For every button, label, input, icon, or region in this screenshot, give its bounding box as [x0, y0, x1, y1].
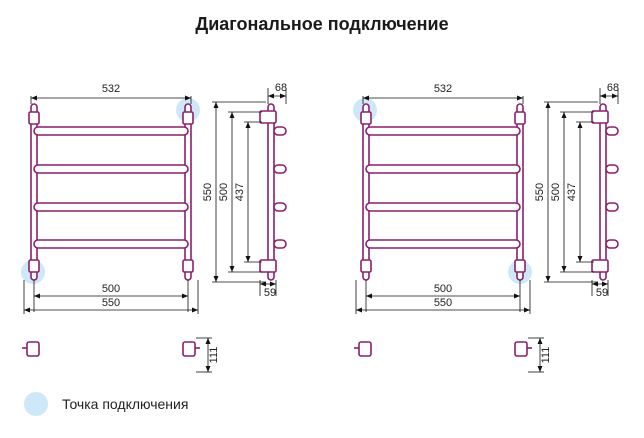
dim-bottom-center-line-arrow-end: [182, 293, 188, 299]
dim-inner-line-arrow-start: [577, 122, 583, 128]
dim-bottom-center-line-arrow-end: [514, 293, 520, 299]
crossbar-2: [33, 164, 189, 174]
side-view-rail: [267, 103, 275, 281]
dim-inner-label: 437: [566, 183, 578, 201]
side-view-rail: [599, 103, 607, 281]
dim-center-line-arrow-start: [561, 112, 567, 118]
fitting-2: [514, 111, 526, 125]
side-view-fitting-bottom: [259, 259, 277, 273]
dim-offset-label: 59: [264, 287, 276, 299]
dim-height-label: 550: [202, 183, 214, 201]
dim-bend-line-arrow-start: [205, 338, 211, 344]
side-view-bar-3: [273, 202, 287, 212]
side-view-bar-3: [605, 202, 619, 212]
dim-bottom-center-label: 500: [102, 283, 120, 295]
dim-offset-line-arrow-start: [592, 281, 598, 287]
side-view-bar-4: [273, 239, 287, 249]
crossbar-1: [33, 126, 189, 136]
dim-offset-line-arrow-end: [602, 281, 608, 287]
side-view-fitting-top: [259, 110, 277, 124]
dim-depth-label: 68: [607, 82, 619, 94]
plan-view-bar-inner: [365, 350, 521, 374]
dim-offset-line-arrow-end: [270, 281, 276, 287]
dim-depth-line-arrow-start: [600, 93, 606, 99]
dim-center-label: 500: [218, 183, 230, 201]
dim-bottom-width-line-arrow-start: [356, 307, 362, 313]
dim-top-width-line-arrow-start: [31, 95, 37, 101]
fitting-1: [28, 111, 40, 125]
dim-bottom-width-label: 550: [434, 297, 452, 309]
dim-height-line-arrow-end: [213, 276, 219, 282]
dim-top-width-line-arrow-end: [517, 95, 523, 101]
fitting-4: [182, 259, 194, 273]
crossbar-4: [365, 239, 521, 249]
diagram-variant-left: 532 500 550 68 59 550 500 437 111: [21, 82, 287, 374]
fitting-4: [514, 259, 526, 273]
legend: Точка подключения: [24, 392, 188, 416]
dim-depth-line-arrow-end: [280, 93, 286, 99]
plan-view-fitting-left: [358, 341, 372, 357]
dim-height-label: 550: [534, 183, 546, 201]
dim-bottom-center-line-arrow-start: [34, 293, 40, 299]
dim-height-line-arrow-end: [545, 276, 551, 282]
dim-bend-line-arrow-end: [537, 366, 543, 372]
dim-inner-label: 437: [234, 183, 246, 201]
dim-bottom-width-line-arrow-end: [524, 307, 530, 313]
dim-bottom-center-line-arrow-start: [366, 293, 372, 299]
dim-center-line-arrow-end: [561, 266, 567, 272]
side-view-bar-2: [605, 164, 619, 174]
plan-view-bar-inner: [33, 350, 189, 374]
dim-bend-line-arrow-end: [205, 366, 211, 372]
fitting-2: [182, 111, 194, 125]
dim-bottom-center-label: 500: [434, 283, 452, 295]
dim-center-label: 500: [550, 183, 562, 201]
dim-depth-line-arrow-end: [612, 93, 618, 99]
dim-height-line-arrow-start: [545, 102, 551, 108]
crossbar-1: [365, 126, 521, 136]
dim-bottom-width-line-arrow-end: [192, 307, 198, 313]
dim-inner-line-arrow-end: [245, 256, 251, 262]
plan-view-fitting-left: [26, 341, 40, 357]
dim-center-line-arrow-start: [229, 112, 235, 118]
dim-bend-line-arrow-start: [537, 338, 543, 344]
dim-inner-line-arrow-end: [577, 256, 583, 262]
side-view-bar-1: [273, 126, 287, 136]
dim-center-line-arrow-end: [229, 266, 235, 272]
fitting-3: [360, 259, 372, 273]
dim-bend-label: 111: [208, 347, 220, 364]
dim-depth-line-arrow-start: [268, 93, 274, 99]
page-title: Диагональное подключение: [195, 14, 449, 34]
crossbar-4: [33, 239, 189, 249]
dim-offset-label: 59: [596, 287, 608, 299]
dim-top-width-label: 532: [102, 83, 120, 95]
dim-bottom-width-label: 550: [102, 297, 120, 309]
dim-top-width-line-arrow-end: [185, 95, 191, 101]
fitting-3: [28, 259, 40, 273]
side-view-fitting-top: [591, 110, 609, 124]
dim-depth-label: 68: [275, 82, 287, 94]
dim-offset-line-arrow-start: [260, 281, 266, 287]
side-view-bar-2: [273, 164, 287, 174]
dim-inner-line-arrow-start: [245, 122, 251, 128]
dim-top-width-label: 532: [434, 83, 452, 95]
plan-view-fitting-right: [182, 341, 196, 357]
side-view-fitting-bottom: [591, 259, 609, 273]
fitting-1: [360, 111, 372, 125]
dim-bend-label: 111: [540, 347, 552, 364]
legend-label: Точка подключения: [62, 396, 189, 412]
crossbar-3: [33, 202, 189, 212]
connection-point-icon: [24, 392, 48, 416]
crossbar-2: [365, 164, 521, 174]
diagram-variant-right: 532 500 550 68 59 550 500 437 111: [353, 82, 619, 374]
dim-height-line-arrow-start: [213, 102, 219, 108]
side-view-bar-1: [605, 126, 619, 136]
crossbar-3: [365, 202, 521, 212]
dim-top-width-line-arrow-start: [363, 95, 369, 101]
side-view-bar-4: [605, 239, 619, 249]
plan-view-fitting-right: [514, 341, 528, 357]
dim-bottom-width-line-arrow-start: [24, 307, 30, 313]
